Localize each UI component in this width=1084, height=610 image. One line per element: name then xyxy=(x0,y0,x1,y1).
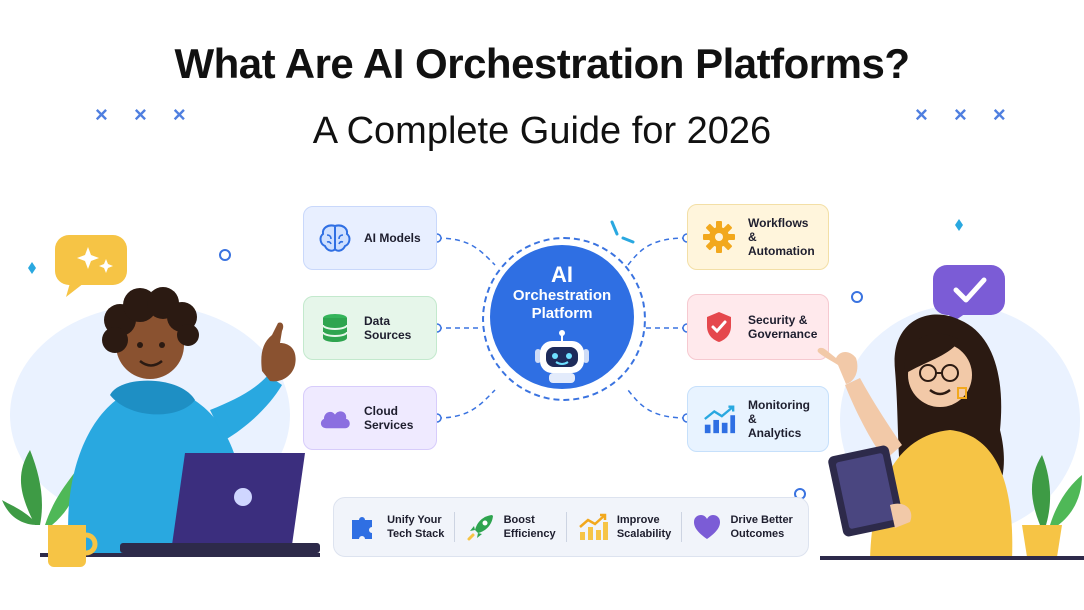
node-data-sources: Data Sources xyxy=(303,296,437,360)
node-label-line1: Monitoring & xyxy=(748,398,810,426)
shield-icon xyxy=(702,310,736,344)
gear-icon xyxy=(702,220,736,254)
robot-icon xyxy=(535,330,589,383)
node-label-line1: Security & xyxy=(748,313,808,327)
hub-label-line2: Orchestration xyxy=(512,287,612,304)
hub-title: AI xyxy=(551,262,573,287)
brain-icon xyxy=(318,221,352,255)
woman-with-tablet-illustration xyxy=(817,265,1084,560)
hub-label-line3: Platform xyxy=(531,305,593,322)
benefit-line2: Tech Stack xyxy=(387,528,445,540)
node-label: Data Sources xyxy=(364,314,412,342)
benefit-line1: Improve xyxy=(616,514,660,526)
node-label-line2: & Automation xyxy=(748,230,815,258)
page-subtitle: A Complete Guide for 2026 xyxy=(312,110,772,152)
hub-ring xyxy=(482,237,646,401)
growth-chart-icon xyxy=(578,513,608,540)
analytics-chart-icon xyxy=(702,402,736,436)
node-label: Security & Governance xyxy=(748,313,817,341)
rocket-icon xyxy=(467,515,493,541)
benefit-line2: Outcomes xyxy=(730,528,785,540)
page-title: What Are AI Orchestration Platforms? xyxy=(174,40,910,87)
node-label: Monitoring & Analytics xyxy=(748,398,814,440)
benefit-line1: Drive Better xyxy=(730,514,793,526)
decor-x-marks-right: × × × xyxy=(915,102,1016,127)
benefit-line2: Scalability xyxy=(616,528,672,540)
benefit-line1: Unify Your xyxy=(387,514,442,526)
node-monitoring-analytics: Monitoring & Analytics xyxy=(687,386,829,452)
decor-x-marks-left: × × × xyxy=(95,102,196,127)
benefit-divider xyxy=(565,512,567,542)
node-label-line2: Governance xyxy=(748,327,818,341)
heart-icon xyxy=(694,515,721,539)
database-icon xyxy=(318,311,352,345)
node-label: AI Models xyxy=(364,231,421,245)
node-cloud-services: Cloud Services xyxy=(303,386,437,450)
node-workflows-automation: Workflows & Automation xyxy=(687,204,829,270)
node-label: Workflows & Automation xyxy=(748,216,815,258)
cloud-icon xyxy=(318,401,352,435)
benefit-line1: Boost xyxy=(503,514,535,526)
benefit-line2: Efficiency xyxy=(503,528,556,540)
node-security-governance: Security & Governance xyxy=(687,294,829,360)
node-label-line1: Workflows xyxy=(748,216,809,230)
node-label-line2: Analytics xyxy=(748,426,802,440)
node-label: Cloud Services xyxy=(364,404,414,432)
benefit-divider xyxy=(681,512,683,542)
puzzle-icon xyxy=(352,517,373,539)
benefit-divider xyxy=(454,512,456,542)
orchestration-hub: AI Orchestration Platform xyxy=(490,245,634,389)
node-ai-models: AI Models xyxy=(303,206,437,270)
man-with-laptop-illustration xyxy=(2,235,320,567)
